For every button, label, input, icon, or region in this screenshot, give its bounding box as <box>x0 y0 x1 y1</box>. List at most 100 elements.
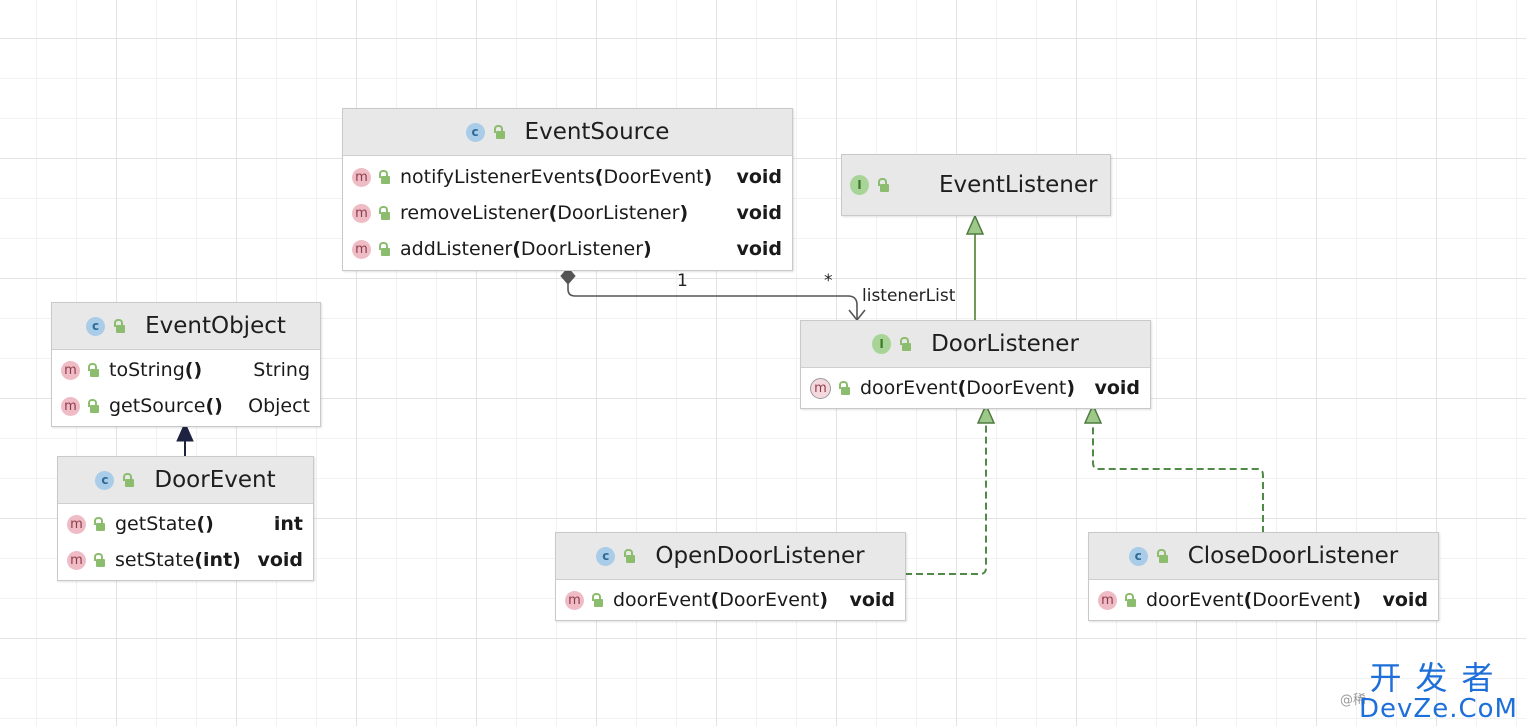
method-param: DoorListener <box>557 202 680 224</box>
class-name: DoorListener <box>931 331 1079 357</box>
method-row[interactable]: m notifyListenerEvents(DoorEvent) void <box>343 159 792 195</box>
method-param: DoorEvent <box>603 166 704 188</box>
watermark-logo: 开发者 DevZe.CoM <box>1359 662 1518 722</box>
class-name: OpenDoorListener <box>655 543 865 569</box>
class-icon: c <box>95 470 115 490</box>
interface-icon: I <box>872 334 892 354</box>
class-eventobject[interactable]: c EventObject m toString() String m getS… <box>51 302 321 427</box>
method-icon: m <box>352 167 371 187</box>
method-row[interactable]: m getState() int <box>58 506 313 542</box>
method-name: doorEvent <box>1146 589 1244 611</box>
class-header: I DoorListener <box>801 321 1150 368</box>
class-eventsource[interactable]: c EventSource m notifyListenerEvents(Doo… <box>342 108 793 271</box>
method-icon: m <box>67 514 86 534</box>
return-type: void <box>736 166 782 188</box>
method-param: DoorEvent <box>1252 589 1353 611</box>
public-lock-icon <box>93 517 107 531</box>
class-name: CloseDoorListener <box>1187 543 1399 569</box>
public-lock-icon <box>591 593 605 607</box>
method-name: toString <box>109 359 185 381</box>
method-name: notifyListenerEvents <box>400 166 595 188</box>
method-name: removeListener <box>400 202 549 224</box>
method-name: getSource <box>109 395 206 417</box>
abstract-method-icon: m <box>810 377 831 399</box>
class-name: DoorEvent <box>154 467 276 493</box>
class-icon: c <box>1128 546 1148 566</box>
public-lock-icon <box>1124 593 1138 607</box>
method-icon: m <box>1098 590 1117 610</box>
class-header: c CloseDoorListener <box>1089 533 1438 580</box>
role-label: listenerList <box>862 286 956 306</box>
return-type: void <box>1382 589 1428 611</box>
method-name: doorEvent <box>613 589 711 611</box>
interface-doorlistener[interactable]: I DoorListener m doorEvent(DoorEvent) vo… <box>800 320 1151 409</box>
watermark-en: DevZe.CoM <box>1359 694 1518 724</box>
watermark-cn: 开发者 <box>1369 659 1508 697</box>
class-name: EventListener <box>939 172 1098 198</box>
method-name: setState <box>115 549 195 571</box>
class-header: c DoorEvent <box>58 457 313 504</box>
public-lock-icon <box>122 473 136 487</box>
class-icon: c <box>596 546 616 566</box>
public-lock-icon <box>378 242 392 256</box>
public-lock-icon <box>838 381 852 395</box>
public-lock-icon <box>113 319 127 333</box>
class-header: I EventListener <box>842 155 1110 215</box>
public-lock-icon <box>87 363 101 377</box>
method-icon: m <box>352 239 371 259</box>
method-row[interactable]: m toString() String <box>52 352 320 388</box>
method-icon: m <box>61 360 80 380</box>
method-icon: m <box>565 590 584 610</box>
public-lock-icon <box>899 337 913 351</box>
method-param: int <box>203 549 233 571</box>
method-name: addListener <box>400 238 513 260</box>
return-type: void <box>1094 377 1140 399</box>
public-lock-icon <box>877 178 891 192</box>
class-header: c EventObject <box>52 303 320 350</box>
return-type: String <box>253 359 310 381</box>
method-icon: m <box>61 396 80 416</box>
method-row[interactable]: m removeListener(DoorListener) void <box>343 195 792 231</box>
implements-close <box>1083 403 1264 533</box>
public-lock-icon <box>378 170 392 184</box>
method-row[interactable]: m getSource() Object <box>52 388 320 424</box>
public-lock-icon <box>493 125 507 139</box>
return-type: void <box>736 238 782 260</box>
class-icon: c <box>465 122 485 142</box>
class-doorevent[interactable]: c DoorEvent m getState() int m setState(… <box>57 456 314 581</box>
class-name: EventObject <box>145 313 286 339</box>
method-row[interactable]: m addListener(DoorListener) void <box>343 231 792 267</box>
method-icon: m <box>352 203 371 223</box>
public-lock-icon <box>93 553 107 567</box>
return-type: void <box>257 549 303 571</box>
public-lock-icon <box>378 206 392 220</box>
implements-open <box>905 403 996 575</box>
interface-eventlistener[interactable]: I EventListener <box>841 154 1111 216</box>
class-opendoorlistener[interactable]: c OpenDoorListener m doorEvent(DoorEvent… <box>555 532 906 621</box>
class-name: EventSource <box>524 119 670 145</box>
method-name: getState <box>115 513 197 535</box>
public-lock-icon <box>623 549 637 563</box>
method-icon: m <box>67 550 86 570</box>
method-param: DoorListener <box>520 238 644 260</box>
return-type: Object <box>248 395 310 417</box>
method-param: DoorEvent <box>966 377 1067 399</box>
multiplicity-target: * <box>824 271 833 291</box>
class-icon: c <box>86 316 106 336</box>
return-type: void <box>736 202 782 224</box>
extends-eventlistener <box>965 214 985 320</box>
return-type: void <box>849 589 895 611</box>
method-name: doorEvent <box>860 377 958 399</box>
method-row[interactable]: m doorEvent(DoorEvent) void <box>801 370 1150 406</box>
multiplicity-source: 1 <box>677 271 688 291</box>
class-header: c EventSource <box>343 109 792 156</box>
method-row[interactable]: m doorEvent(DoorEvent) void <box>1089 582 1438 618</box>
method-param: DoorEvent <box>719 589 820 611</box>
watermark-at: @稀 <box>1339 693 1366 708</box>
class-closedoorlistener[interactable]: c CloseDoorListener m doorEvent(DoorEven… <box>1088 532 1439 621</box>
method-row[interactable]: m doorEvent(DoorEvent) void <box>556 582 905 618</box>
method-row[interactable]: m setState(int) void <box>58 542 313 578</box>
extends-eventobject <box>176 421 194 456</box>
